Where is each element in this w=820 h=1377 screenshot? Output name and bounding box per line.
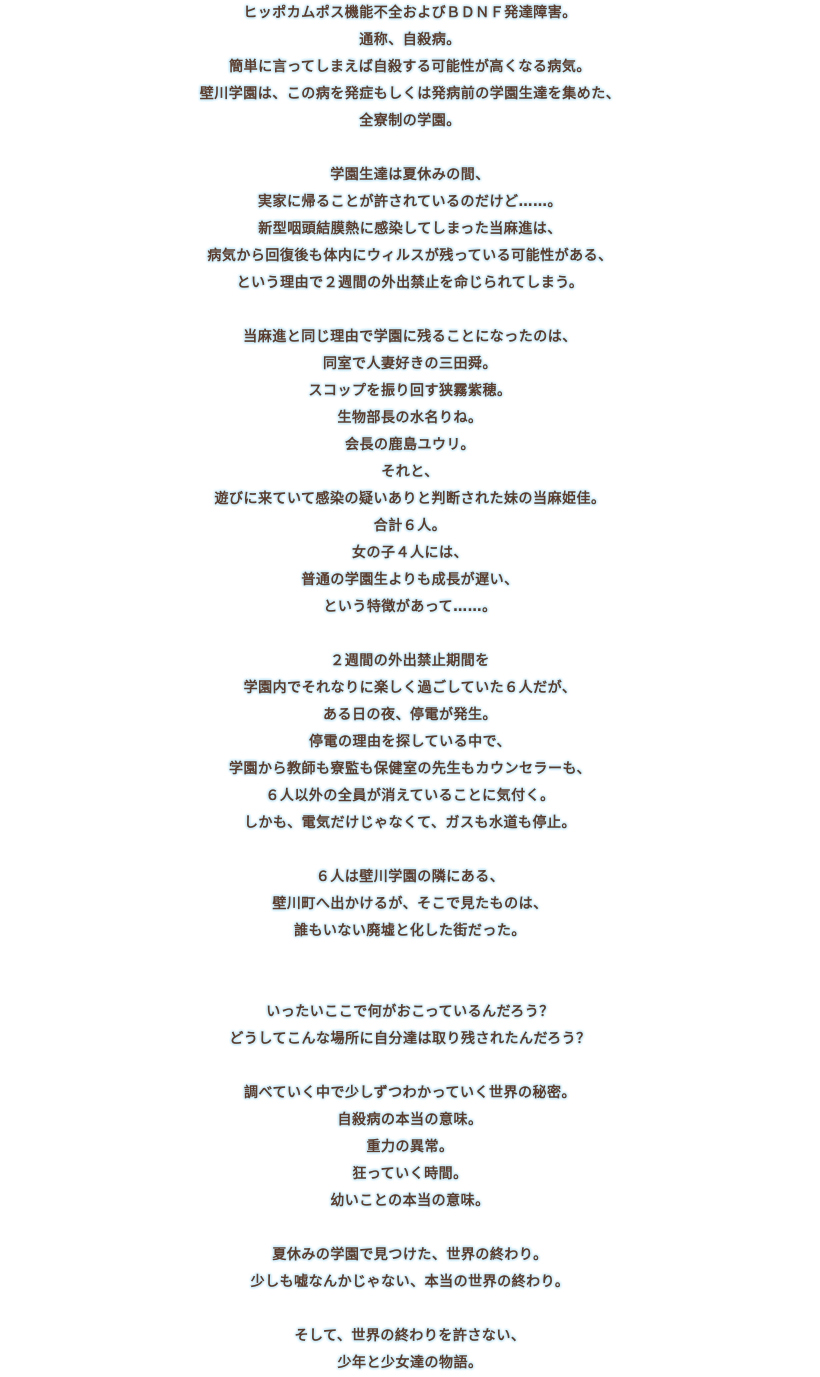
story-line: 合計６人。 (373, 518, 447, 534)
blank-line (0, 621, 820, 648)
story-line: 重力の異常。 (366, 1139, 454, 1155)
story-line: 自殺病の本当の意味。 (337, 1112, 483, 1128)
story-line: 会長の鹿島ユウリ。 (345, 437, 475, 453)
story-line: 壁川町へ出かけるが、そこで見たものは、 (272, 896, 548, 912)
story-line: スコップを振り回す狭霧紫穂。 (308, 383, 512, 399)
story-line: 簡単に言ってしまえば自殺する可能性が高くなる病気。 (229, 59, 591, 75)
story-line: 誰もいない廃墟と化した街だった。 (294, 923, 526, 939)
story-line: 調べていく中で少しずつわかっていく世界の秘密。 (244, 1085, 576, 1101)
blank-line (0, 972, 820, 999)
story-line: 少しも嘘なんかじゃない、本当の世界の終わり。 (250, 1274, 570, 1290)
story-line: ヒッポカムポス機能不全およびＢＤＮＦ発達障害。 (243, 5, 577, 21)
story-line: どうしてこんな場所に自分達は取り残されたんだろう？ (229, 1031, 591, 1047)
story-line: 幼いことの本当の意味。 (330, 1193, 490, 1209)
story-line: 通称、自殺病。 (359, 32, 461, 48)
story-line: ６人は壁川学園の隣にある、 (315, 869, 505, 885)
story-line: 女の子４人には、 (352, 545, 468, 561)
story-line: ２週間の外出禁止期間を (330, 653, 490, 669)
story-line: しかも、電気だけじゃなくて、ガスも水道も停止。 (244, 815, 576, 831)
story-line: 遊びに来ていて感染の疑いありと判断された妹の当麻姫佳。 (214, 491, 606, 507)
story-line: ６人以外の全員が消えていることに気付く。 (265, 788, 555, 804)
story-line: という特徴があって……。 (323, 599, 497, 615)
story-line: 新型咽頭結膜熱に感染してしまった当麻進は、 (258, 221, 562, 237)
story-line: 同室で人妻好きの三田舜。 (323, 356, 497, 372)
story-line: それと、 (381, 464, 439, 480)
story-line: 停電の理由を探している中で、 (308, 734, 512, 750)
story-line: 生物部長の水名りね。 (337, 410, 483, 426)
story-line: 普通の学園生よりも成長が遅い、 (301, 572, 519, 588)
story-line: 学園から教師も寮監も保健室の先生もカウンセラーも、 (228, 761, 592, 777)
story-line: 当麻進と同じ理由で学園に残ることになったのは、 (243, 329, 577, 345)
blank-line (0, 945, 820, 972)
blank-line (0, 297, 820, 324)
blank-line (0, 1296, 820, 1323)
story-line: 全寮制の学園。 (359, 113, 461, 129)
story-line: そして、世界の終わりを許さない、 (294, 1328, 526, 1344)
story-line: という理由で２週間の外出禁止を命じられてしまう。 (236, 275, 584, 291)
story-line: 実家に帰ることが許されているのだけど……。 (257, 194, 563, 210)
blank-line (0, 1053, 820, 1080)
story-line: 夏休みの学園で見つけた、世界の終わり。 (272, 1247, 548, 1263)
story-line: 壁川学園は、この病を発症もしくは発病前の学園生達を集めた、 (199, 86, 621, 102)
story-line: 学園内でそれなりに楽しく過ごしていた６人だが、 (243, 680, 577, 696)
story-line: 病気から回復後も体内にウィルスが残っている可能性がある、 (207, 248, 613, 264)
story-line: 学園生達は夏休みの間、 (330, 167, 490, 183)
blank-line (0, 135, 820, 162)
story-line: ある日の夜、停電が発生。 (323, 707, 497, 723)
story-line: 狂っていく時間。 (352, 1166, 468, 1182)
blank-line (0, 837, 820, 864)
story-line: いったいここで何がおこっているんだろう？ (266, 1004, 554, 1020)
blank-line (0, 1215, 820, 1242)
story-line: 少年と少女達の物語。 (337, 1355, 483, 1371)
